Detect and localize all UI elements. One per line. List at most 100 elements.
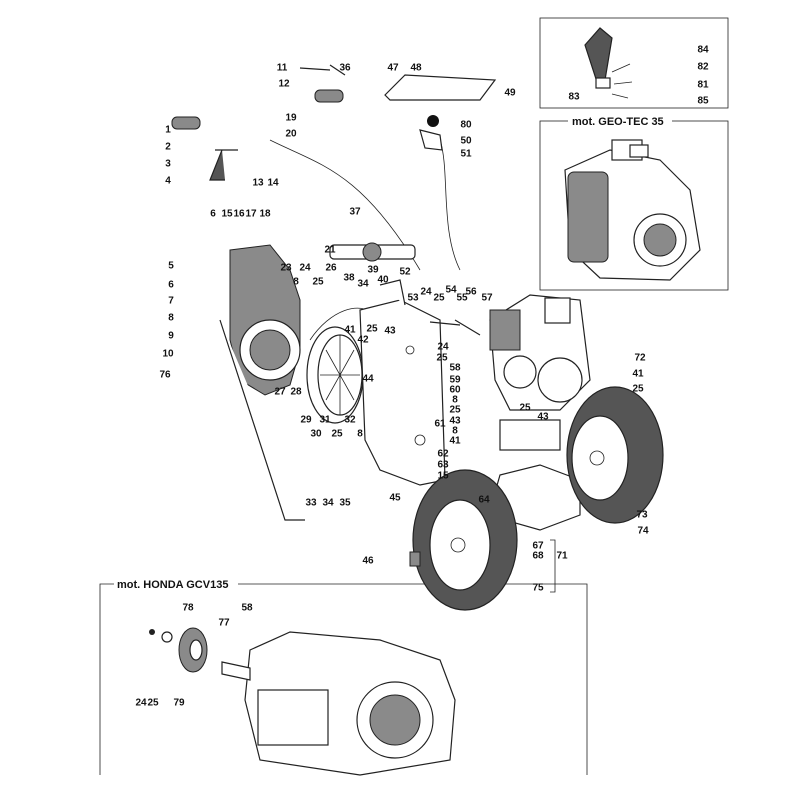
part-number-label: 25 <box>632 384 644 395</box>
part-number-label: 68 <box>532 551 544 562</box>
part-number-label: 52 <box>399 267 411 278</box>
part-number-label: 72 <box>634 353 646 364</box>
part-number-label: 8 <box>357 429 363 440</box>
part-number-label: 49 <box>504 88 516 99</box>
part-number-label: 9 <box>168 331 174 342</box>
part-number-label: 24 <box>135 698 147 709</box>
part-number-label: 25 <box>436 353 448 364</box>
geotec-engine-drawing <box>564 139 701 281</box>
part-number-label: 54 <box>445 285 457 296</box>
part-number-label: 23 <box>280 263 292 274</box>
part-number-label: 83 <box>568 92 580 103</box>
throttle-lever-drawing <box>584 27 633 99</box>
part-number-label: 1 <box>165 125 171 136</box>
part-number-label: 36 <box>339 63 351 74</box>
part-number-label: 78 <box>182 603 194 614</box>
inset-honda-box <box>99 583 588 775</box>
part-number-label: 18 <box>259 209 271 220</box>
part-number-label: 28 <box>290 387 302 398</box>
wheel-bracket <box>550 539 556 593</box>
part-number-label: 43 <box>537 412 549 423</box>
part-number-label: 6 <box>168 280 174 291</box>
part-number-label: 47 <box>387 63 399 74</box>
part-number-label: 15 <box>437 471 449 482</box>
part-number-label: 40 <box>377 275 389 286</box>
part-number-label: 67 <box>532 541 544 552</box>
part-number-label: 79 <box>173 698 185 709</box>
part-number-label: 41 <box>344 325 356 336</box>
part-number-label: 35 <box>339 498 351 509</box>
part-number-label: 34 <box>357 279 369 290</box>
part-number-label: 24 <box>420 287 432 298</box>
part-number-label: 7 <box>168 296 174 307</box>
part-number-label: 29 <box>300 415 312 426</box>
inset-lever-box <box>539 17 729 109</box>
frame-plate-drawing <box>359 279 446 486</box>
part-number-label: 25 <box>147 698 159 709</box>
part-number-label: 61 <box>434 419 446 430</box>
part-number-label: 10 <box>162 349 174 360</box>
part-number-label: 44 <box>362 374 374 385</box>
part-number-label: 20 <box>285 129 297 140</box>
part-number-label: 51 <box>460 149 472 160</box>
part-number-label: 73 <box>636 510 648 521</box>
part-number-label: 55 <box>456 293 468 304</box>
part-number-label: 84 <box>697 45 709 56</box>
part-number-label: 43 <box>449 416 461 427</box>
part-number-label: 38 <box>343 273 355 284</box>
part-number-label: 62 <box>437 449 449 460</box>
part-number-label: 41 <box>449 436 461 447</box>
part-number-label: 32 <box>344 415 356 426</box>
part-number-label: 25 <box>519 403 531 414</box>
part-number-label: 39 <box>367 265 379 276</box>
part-number-label: 25 <box>331 429 343 440</box>
engine-drawing <box>429 294 591 451</box>
handlebar-drawing <box>171 64 497 271</box>
belt-cover-drawing <box>219 244 305 521</box>
part-number-label: 34 <box>322 498 334 509</box>
part-number-label: 43 <box>384 326 396 337</box>
part-number-label: 25 <box>433 293 445 304</box>
geotec-inset-title: mot. GEO-TEC 35 <box>572 116 664 128</box>
part-number-label: 58 <box>241 603 253 614</box>
part-number-label: 8 <box>452 426 458 437</box>
part-number-label: 8 <box>168 313 174 324</box>
part-number-label: 11 <box>277 63 288 74</box>
part-number-label: 64 <box>478 495 490 506</box>
part-number-label: 74 <box>637 526 649 537</box>
part-number-label: 4 <box>165 176 171 187</box>
part-number-label: 5 <box>168 261 174 272</box>
part-number-label: 27 <box>274 387 286 398</box>
part-number-label: 25 <box>449 405 461 416</box>
left-wheel-drawing <box>409 469 518 611</box>
part-number-label: 71 <box>556 551 568 562</box>
part-number-label: 53 <box>407 293 419 304</box>
part-number-label: 57 <box>481 293 493 304</box>
honda-inset-title: mot. HONDA GCV135 <box>117 579 228 591</box>
part-number-label: 31 <box>319 415 331 426</box>
part-number-label: 81 <box>697 80 709 91</box>
part-number-label: 60 <box>449 385 461 396</box>
part-number-label: 58 <box>449 363 461 374</box>
part-number-label: 76 <box>159 370 171 381</box>
part-number-label: 82 <box>697 62 709 73</box>
part-number-label: 25 <box>312 277 324 288</box>
part-number-label: 3 <box>165 159 171 170</box>
part-number-label: 45 <box>389 493 401 504</box>
part-number-label: 77 <box>218 618 230 629</box>
part-number-label: 19 <box>285 113 297 124</box>
part-number-label: 16 <box>233 209 245 220</box>
part-number-label: 50 <box>460 136 472 147</box>
part-number-label: 33 <box>305 498 317 509</box>
part-number-label: 26 <box>325 263 337 274</box>
part-number-label: 59 <box>449 375 461 386</box>
part-number-label: 25 <box>366 324 378 335</box>
part-number-label: 12 <box>278 79 290 90</box>
part-number-label: 21 <box>324 245 336 256</box>
part-number-label: 17 <box>245 209 257 220</box>
honda-engine-drawing <box>149 627 456 776</box>
part-number-label: 14 <box>267 178 279 189</box>
part-number-label: 41 <box>632 369 644 380</box>
part-number-label: 8 <box>452 395 458 406</box>
part-number-label: 80 <box>460 120 472 131</box>
